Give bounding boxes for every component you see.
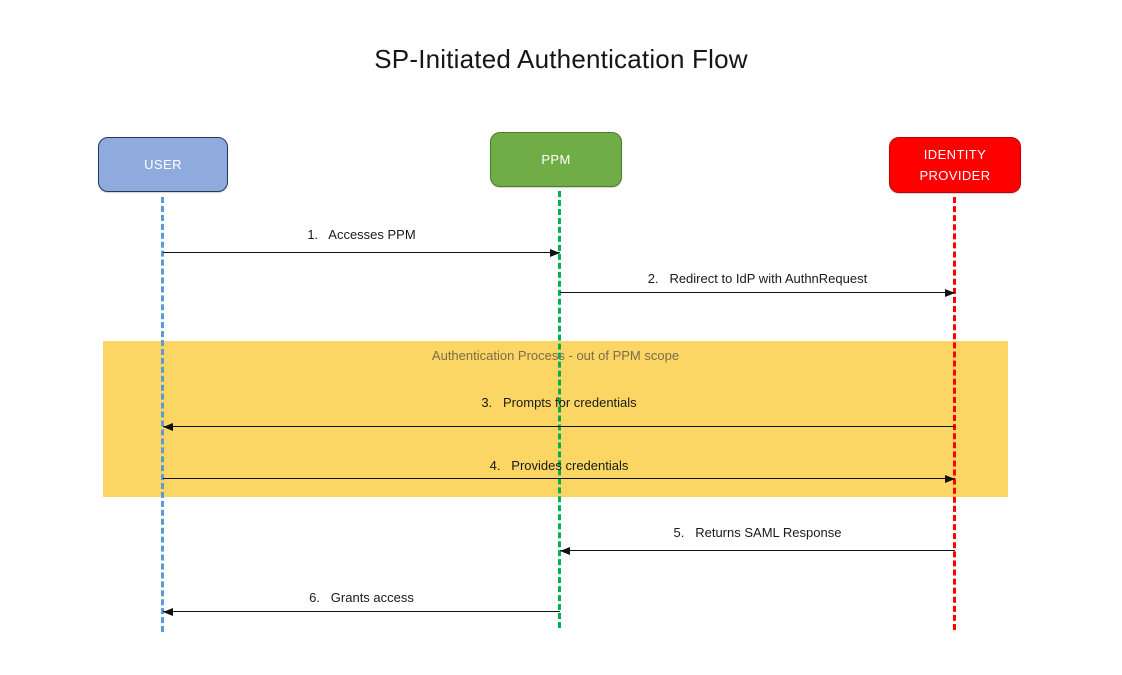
arrowhead-right-icon <box>945 288 955 297</box>
diagram-title: SP-Initiated Authentication Flow <box>374 44 748 74</box>
actor-user-label: USER <box>144 157 182 172</box>
message-3-line <box>163 426 955 427</box>
arrowhead-right-icon <box>945 474 955 483</box>
arrowhead-left-icon <box>163 607 173 616</box>
message-5-label: 5. Returns SAML Response <box>673 525 842 540</box>
actor-identity-provider-box: IDENTITY PROVIDER <box>889 137 1021 193</box>
message-4-line <box>163 478 955 479</box>
arrowhead-right-icon <box>550 248 560 257</box>
message-2-line <box>560 292 955 293</box>
actor-ppm-label: PPM <box>541 152 571 167</box>
actor-ppm-box: PPM <box>490 132 622 187</box>
actor-user-box: USER <box>98 137 228 192</box>
message-1-label: 1. Accesses PPM <box>307 227 416 242</box>
lifeline-ppm <box>558 191 561 628</box>
auth-scope-band-label: Authentication Process - out of PPM scop… <box>431 348 680 363</box>
message-3-label: 3. Prompts for credentials <box>481 395 637 410</box>
actor-identity-provider-label: IDENTITY PROVIDER <box>919 147 991 183</box>
message-6-label: 6. Grants access <box>309 590 414 605</box>
arrowhead-left-icon <box>163 422 173 431</box>
message-5-line <box>560 550 955 551</box>
message-2-label: 2. Redirect to IdP with AuthnRequest <box>647 271 868 286</box>
arrowhead-left-icon <box>560 546 570 555</box>
message-6-line <box>163 611 560 612</box>
message-1-line <box>163 252 560 253</box>
auth-scope-band: Authentication Process - out of PPM scop… <box>103 341 1008 497</box>
lifeline-identity-provider <box>953 197 956 630</box>
message-4-label: 4. Provides credentials <box>489 458 629 473</box>
lifeline-user <box>161 197 164 632</box>
